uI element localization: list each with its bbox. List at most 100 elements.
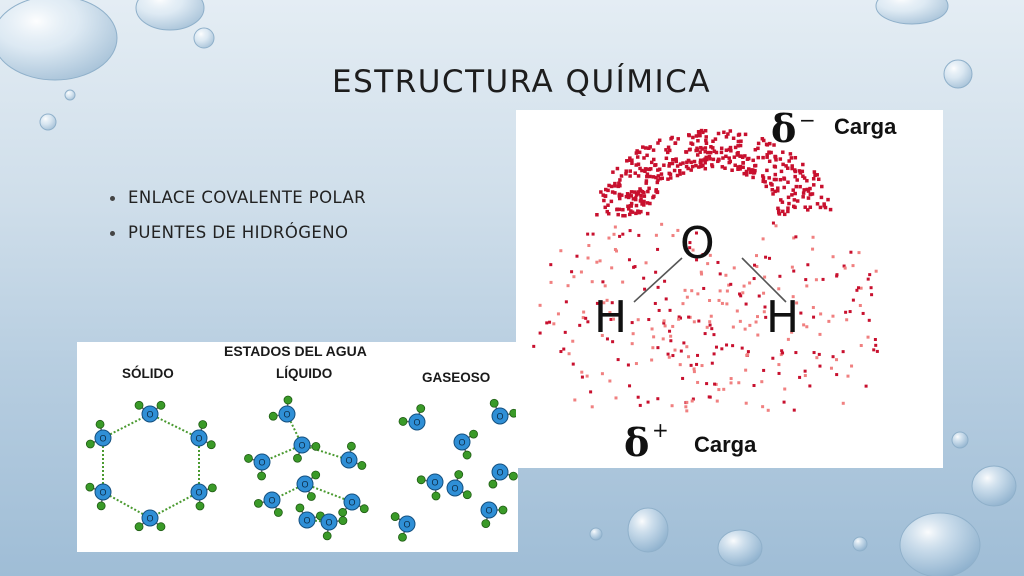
- charge-dot: [711, 157, 716, 162]
- charge-dot: [735, 309, 739, 313]
- charge-dot: [634, 163, 638, 167]
- charge-dot: [719, 150, 724, 155]
- gas-label: GASEOSO: [422, 370, 491, 385]
- oxygen-atom: [453, 433, 471, 451]
- charge-dot: [653, 163, 657, 168]
- hydrogen-atom-label-right: H: [766, 292, 800, 343]
- charge-dot: [640, 168, 644, 173]
- charge-dot: [818, 205, 823, 210]
- charge-dot: [766, 408, 770, 412]
- charge-dot: [606, 188, 610, 193]
- charge-dot: [769, 150, 773, 155]
- charge-dot: [802, 323, 806, 327]
- charge-dot: [746, 350, 750, 354]
- oxygen-atom: [491, 407, 509, 425]
- charge-dot: [724, 135, 729, 139]
- charge-dot: [737, 381, 741, 385]
- charge-dot: [660, 176, 664, 181]
- charge-dot: [761, 155, 765, 160]
- oxygen-atom-text: O: [258, 458, 265, 468]
- charge-dot: [570, 270, 574, 274]
- charge-dot: [673, 348, 677, 352]
- charge-dot: [645, 172, 650, 176]
- charge-dot: [787, 201, 791, 206]
- oxygen-atom-text: O: [99, 488, 106, 498]
- oxygen-atom-text: O: [345, 456, 352, 466]
- hydrogen-atom: [96, 501, 106, 511]
- charge-dot: [671, 158, 675, 162]
- charge-dot: [727, 147, 732, 152]
- charge-dot: [651, 195, 655, 200]
- charge-dot: [664, 297, 668, 301]
- charge-dot: [644, 181, 648, 185]
- charge-dot: [621, 232, 625, 236]
- charge-dot: [652, 335, 656, 339]
- charge-dot: [815, 356, 819, 360]
- charge-dot: [729, 282, 733, 286]
- negative-charge-label: Carga: [834, 114, 897, 139]
- charge-dot: [664, 156, 669, 161]
- oxygen-atom-text: O: [303, 516, 310, 526]
- hydrogen-atom: [257, 471, 266, 481]
- charge-dot: [714, 150, 719, 155]
- charge-dot: [667, 171, 671, 176]
- charge-dot: [618, 196, 622, 201]
- charge-dot: [818, 364, 822, 368]
- charge-dot: [813, 173, 817, 178]
- charge-dot: [668, 308, 672, 312]
- charge-dot: [656, 397, 660, 401]
- charge-dot: [579, 270, 583, 274]
- charge-dot: [719, 146, 724, 151]
- charge-dot: [679, 349, 683, 353]
- charge-dot: [744, 173, 749, 177]
- charge-dot: [642, 276, 646, 280]
- hydrogen-atom: [416, 404, 426, 413]
- charge-dot: [641, 145, 645, 149]
- charge-dot: [580, 375, 584, 379]
- charge-dot: [688, 241, 692, 245]
- charge-dot: [656, 174, 661, 178]
- hydrogen-atom: [338, 508, 348, 517]
- charge-dot: [736, 139, 741, 144]
- charge-dot: [619, 174, 624, 178]
- charge-dot: [774, 177, 778, 182]
- charge-dot: [794, 351, 798, 355]
- hydrogen-bond: [149, 491, 200, 519]
- charge-dot: [778, 274, 782, 278]
- charge-dot: [696, 380, 700, 384]
- charge-dot: [762, 310, 766, 314]
- charge-dot: [663, 324, 667, 328]
- charge-dot: [629, 204, 633, 208]
- oxygen-atom: [94, 483, 112, 501]
- charge-dot: [859, 344, 863, 348]
- charge-dot: [613, 191, 617, 195]
- charge-dot: [743, 154, 747, 158]
- charge-dot: [548, 320, 552, 324]
- charge-dot: [666, 177, 670, 181]
- charge-dot: [764, 184, 769, 189]
- charge-dot: [741, 165, 745, 170]
- charge-dot: [785, 166, 790, 170]
- charge-dot: [711, 139, 715, 144]
- charge-dot: [761, 174, 765, 178]
- charge-dot: [643, 146, 648, 150]
- charge-dot: [703, 166, 708, 171]
- charge-dot: [716, 131, 721, 136]
- charge-dot: [672, 168, 677, 173]
- charge-dot: [571, 339, 575, 343]
- charge-dot: [714, 382, 718, 386]
- hydrogen-atom: [398, 417, 408, 426]
- charge-dot: [616, 358, 620, 362]
- charge-dot: [647, 186, 651, 191]
- hydrogen-atom: [85, 482, 95, 492]
- charge-dot: [770, 188, 775, 192]
- charge-dot: [695, 362, 699, 366]
- oxygen-atom: [298, 511, 316, 529]
- charge-dot: [806, 263, 810, 267]
- charge-dot: [699, 164, 703, 168]
- charge-dot: [724, 148, 729, 152]
- charge-dot: [805, 284, 809, 288]
- charge-dot: [602, 301, 606, 305]
- solid-label: SÓLIDO: [122, 366, 174, 381]
- charge-dot: [872, 348, 876, 352]
